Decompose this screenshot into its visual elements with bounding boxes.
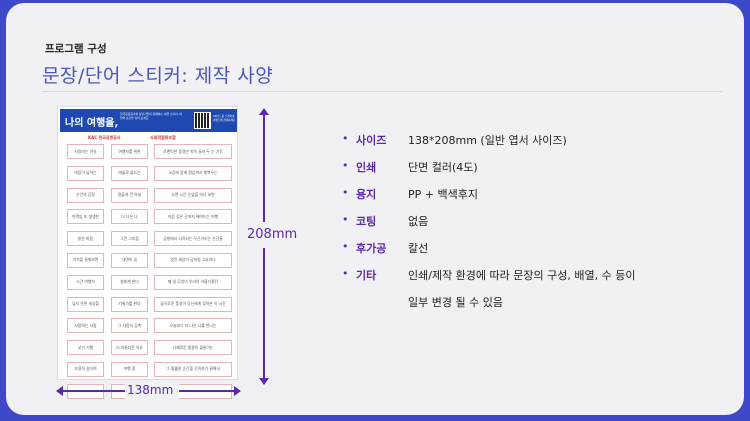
sticker-cell: 사랑하는 사람 xyxy=(67,318,104,334)
arrow-right-icon xyxy=(234,386,241,396)
brand-logo: 나의 여행을, xyxy=(65,118,119,129)
sticker-cell: 순간의 감정 xyxy=(67,187,104,203)
sticker-row: 닿지 못한 세상을 키워가를 한다 꿈이로운 풍경이 당신에게 찾아온 이 시간 xyxy=(67,296,232,312)
bullet-icon: • xyxy=(342,159,349,172)
page-title: 문장/단어 스티커: 제작 사양 xyxy=(42,65,274,87)
qr-code-icon xyxy=(194,112,211,129)
sticker-cell: 기억을 들춰보면 xyxy=(67,252,104,268)
bullet-icon: • xyxy=(342,186,349,199)
sticker-cell: 여행 중 xyxy=(111,361,148,377)
qr-text: QR코드를 스캔하여 이벤트에 참여하세요 xyxy=(213,115,236,122)
sticker-sheet-preview: 나의 여행을, 한국공항공사와 청년기업이 함께하는 여행 스티커, 여행의 순… xyxy=(57,106,238,399)
sticker-cell: 오늘보다 더 나은 나를 만나는 xyxy=(154,318,232,334)
width-label: 138mm xyxy=(127,383,174,397)
spec-key: 사이즈 xyxy=(356,134,387,147)
sticker-cell: 그 황홀한 순간을 간직하기 위해서 xyxy=(154,361,232,377)
sticker-cell: 말을게 큰 하늘 xyxy=(111,187,148,203)
sticker-cell: 꿈이로운 풍경이 당신에게 찾아온 이 시간 xyxy=(154,296,232,312)
divider xyxy=(42,91,722,92)
sticker-cell: 오감에 함께 맹감까지 행복두는 xyxy=(154,165,232,181)
sticker-cell: 공항에서 시작되는 두근거리는 순간들 xyxy=(154,231,232,247)
spec-value: 칼선 xyxy=(408,242,429,255)
sheet-header-band: 나의 여행을, 한국공항공사와 청년기업이 함께하는 여행 스티커, 여행의 순… xyxy=(60,109,237,132)
sticker-cell: 조용히 걸으며 xyxy=(67,361,104,377)
spec-item: • 코팅 없음 xyxy=(342,213,635,240)
spec-item: • 인쇄 단면 컬러(4도) xyxy=(342,159,635,186)
spec-key: 인쇄 xyxy=(356,161,377,174)
partner-logos: KAC 한국공항공사 사회적협동조합 xyxy=(88,135,204,141)
sticker-cell: 마음이 닿아는 xyxy=(67,165,104,181)
sticker-cell: 여행자를 위한 xyxy=(111,144,148,159)
spec-value: 없음 xyxy=(408,215,429,228)
spec-value: 일부 변경 될 수 있음 xyxy=(408,296,503,309)
spec-list: • 사이즈 138*208mm (일반 엽서 사이즈) • 인쇄 단면 컬러(4도) •… xyxy=(342,132,635,321)
spec-item: • 사이즈 138*208mm (일반 엽서 사이즈) xyxy=(342,132,635,159)
sticker-row: 기억을 들춰보면 내면의 꿈 멋진 세상이 궁처럼 고요하다 xyxy=(67,252,232,268)
logo-partner: 사회적협동조합 xyxy=(150,135,176,140)
spec-item: • 용지 PP + 백색후지 xyxy=(342,186,635,213)
arrow-left-icon xyxy=(56,386,63,396)
spec-item: • 기타 인쇄/제작 환경에 따라 문장의 구성, 배열, 수 등이 xyxy=(342,267,635,294)
sticker-cell: 멋진 세상이 궁처럼 고요하다 xyxy=(154,252,232,268)
bullet-icon: • xyxy=(342,132,349,145)
sticker-cell: 시간 여행자 xyxy=(67,274,104,290)
sticker-cell: 낯선 기행 xyxy=(67,340,104,356)
sticker-cell: 마음 깊은 곳까지 배어드는 여행 xyxy=(154,209,232,225)
sticker-row: 순간의 감정 말을게 큰 하늘 오랜 시간 눈앞을 하다 보면 xyxy=(67,187,232,203)
height-label: 208mm xyxy=(247,227,298,242)
bullet-icon: • xyxy=(342,240,349,253)
bullet-icon: • xyxy=(342,213,349,226)
spec-item-continued: 일부 변경 될 수 있음 xyxy=(342,294,635,321)
spec-value: PP + 백색후지 xyxy=(408,188,478,201)
arrow-down-icon xyxy=(259,378,269,385)
sticker-cell: 매 일 무엇이 우리의 아름다웠던 xyxy=(154,274,232,290)
spec-key: 코팅 xyxy=(356,215,377,228)
spec-key: 기타 xyxy=(356,269,377,282)
spec-key: 후가공 xyxy=(356,242,387,255)
bullet-icon: • xyxy=(342,267,349,280)
section-label: 프로그램 구성 xyxy=(45,43,107,55)
sticker-cell: 맑은 마음 xyxy=(67,231,104,247)
sticker-row: 낯선 기행 더 아름다운 이유 다채로운 빛깔로 물들이는 xyxy=(67,340,232,356)
spec-value: 인쇄/제작 환경에 따라 문장의 구성, 배열, 수 등이 xyxy=(408,269,636,282)
logo-kac: KAC 한국공항공사 xyxy=(88,135,121,140)
spec-value: 138*208mm (일반 엽서 사이즈) xyxy=(408,134,567,147)
band-description: 한국공항공사와 청년기업이 함께하는 여행 스티커, 여행의 순간을 담아 보세… xyxy=(120,112,182,120)
sticker-cell: 닿지 못한 세상을 xyxy=(67,296,104,312)
sticker-cell: 내면의 꿈 xyxy=(111,252,148,268)
label-backdrop xyxy=(125,382,179,400)
sticker-row: 반짝임 또 생생한 더 나은 나 마음 깊은 곳까지 배어드는 여행 xyxy=(67,209,232,225)
sticker-row: 사랑하는 사람 그 사람의 감촉 오늘보다 더 나은 나를 만나는 xyxy=(67,318,232,334)
sticker-cell: 그런 그리움 xyxy=(111,231,148,247)
sticker-cell: 로맨틱한 풍경만 쏙쏙 골라 두 눈 가득 xyxy=(154,144,232,159)
sticker-cell: 키워가를 한다 xyxy=(111,296,148,312)
spec-key: 용지 xyxy=(356,188,377,201)
sticker-cell: 오랜 시간 눈앞을 하다 보면 xyxy=(154,187,232,203)
label-backdrop xyxy=(250,222,280,248)
sticker-cell: 더 아름다운 이유 xyxy=(111,340,148,356)
sticker-row: 사랑하는 이유 여행자를 위한 로맨틱한 풍경만 쏙쏙 골라 두 눈 가득 xyxy=(67,144,232,159)
sticker-cell: 다채로운 빛깔로 물들이는 xyxy=(154,340,232,356)
sticker-row: 조용히 걸으며 여행 중 그 황홀한 순간을 간직하기 위해서 xyxy=(67,361,232,377)
arrow-up-icon xyxy=(259,108,269,115)
sticker-cell: 애술로 물드는 xyxy=(111,165,148,181)
sticker-cell: 더 나은 나 xyxy=(111,209,148,225)
spec-value: 단면 컬러(4도) xyxy=(408,161,478,174)
sticker-row: 시간 여행자 설레게 한다 매 일 무엇이 우리의 아름다웠던 xyxy=(67,274,232,290)
sticker-cell: 반짝임 또 생생한 xyxy=(67,209,104,225)
sticker-row: 맑은 마음 그런 그리움 공항에서 시작되는 두근거리는 순간들 xyxy=(67,231,232,247)
spec-item: • 후가공 칼선 xyxy=(342,240,635,267)
sticker-row: 마음이 닿아는 애술로 물드는 오감에 함께 맹감까지 행복두는 xyxy=(67,165,232,181)
sticker-cell: 설레게 한다 xyxy=(111,274,148,290)
sticker-cell: 그 사람의 감촉 xyxy=(111,318,148,334)
sticker-cell: 사랑하는 이유 xyxy=(67,144,104,159)
